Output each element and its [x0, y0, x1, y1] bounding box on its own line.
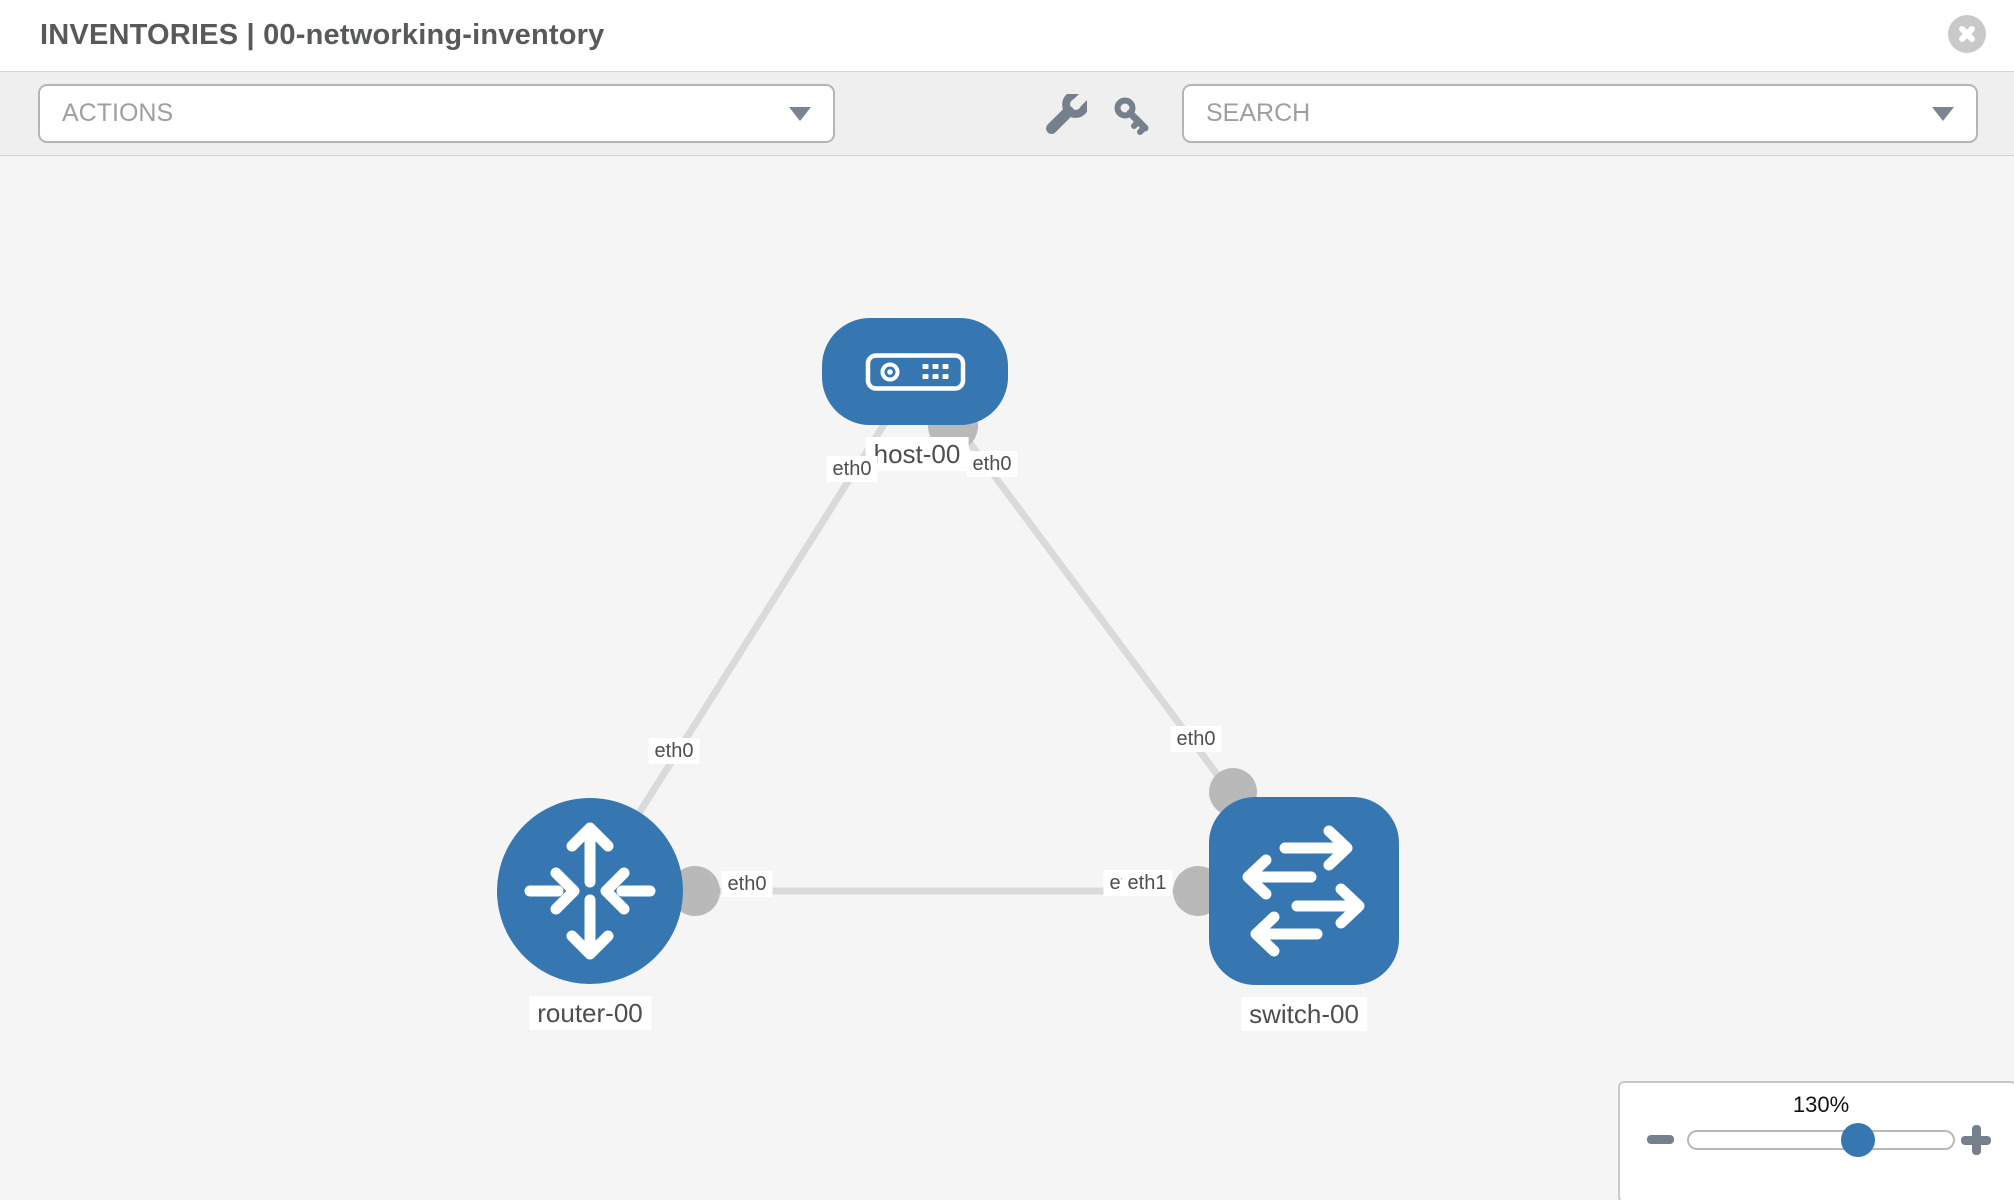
- plus-bar-horizontal: [1961, 1135, 1991, 1145]
- chevron-down-icon: [1932, 106, 1954, 121]
- page-title: INVENTORIES | 00-networking-inventory: [40, 19, 605, 51]
- interface-connector-router[interactable]: [670, 866, 720, 916]
- router-icon: [524, 822, 656, 960]
- if-label-switch-eth0-top: eth0: [1170, 726, 1222, 752]
- wrench-button[interactable]: [1043, 90, 1090, 138]
- zoom-level-value: 130%: [1792, 1092, 1850, 1117]
- chevron-down-icon: [789, 106, 811, 121]
- topology-graph: [497, 318, 1399, 985]
- switch-icon: [1242, 825, 1365, 957]
- panel-header: INVENTORIES | 00-networking-inventory: [0, 0, 2014, 72]
- key-button[interactable]: [1111, 94, 1155, 138]
- node-router-00[interactable]: [497, 798, 683, 984]
- wrench-icon: [1046, 90, 1090, 134]
- if-label-host-eth0-right: eth0: [966, 451, 1018, 477]
- host-icon: [865, 353, 966, 391]
- toolbar: ACTIONS SEARCH: [0, 72, 2014, 156]
- search-dropdown[interactable]: SEARCH: [1182, 84, 1978, 143]
- close-icon[interactable]: [1948, 15, 1986, 53]
- plus-icon[interactable]: [1961, 1125, 1991, 1155]
- node-label-router: router-00: [529, 996, 651, 1030]
- actions-dropdown[interactable]: ACTIONS: [38, 84, 835, 143]
- topology-canvas[interactable]: host-00 router-00 switch-00 eth0 eth0 et…: [0, 156, 2014, 1200]
- node-label-host: host-00: [865, 437, 969, 471]
- if-label-switch-eth1: eth1: [1121, 870, 1173, 896]
- node-host-00[interactable]: [822, 318, 1008, 425]
- minus-icon[interactable]: [1647, 1135, 1674, 1144]
- zoom-control-panel: 130%: [1618, 1081, 2014, 1200]
- search-dropdown-label: SEARCH: [1206, 99, 1311, 127]
- actions-dropdown-label: ACTIONS: [62, 99, 174, 127]
- node-switch-00[interactable]: [1209, 797, 1399, 985]
- node-label-switch: switch-00: [1241, 997, 1367, 1031]
- if-label-router-eth0-up: eth0: [648, 738, 700, 764]
- zoom-slider-track[interactable]: [1687, 1130, 1955, 1150]
- if-label-router-eth0-right: eth0: [721, 871, 773, 897]
- if-label-host-eth0-left: eth0: [826, 456, 878, 482]
- key-icon: [1114, 97, 1149, 135]
- zoom-slider-thumb[interactable]: [1841, 1123, 1875, 1157]
